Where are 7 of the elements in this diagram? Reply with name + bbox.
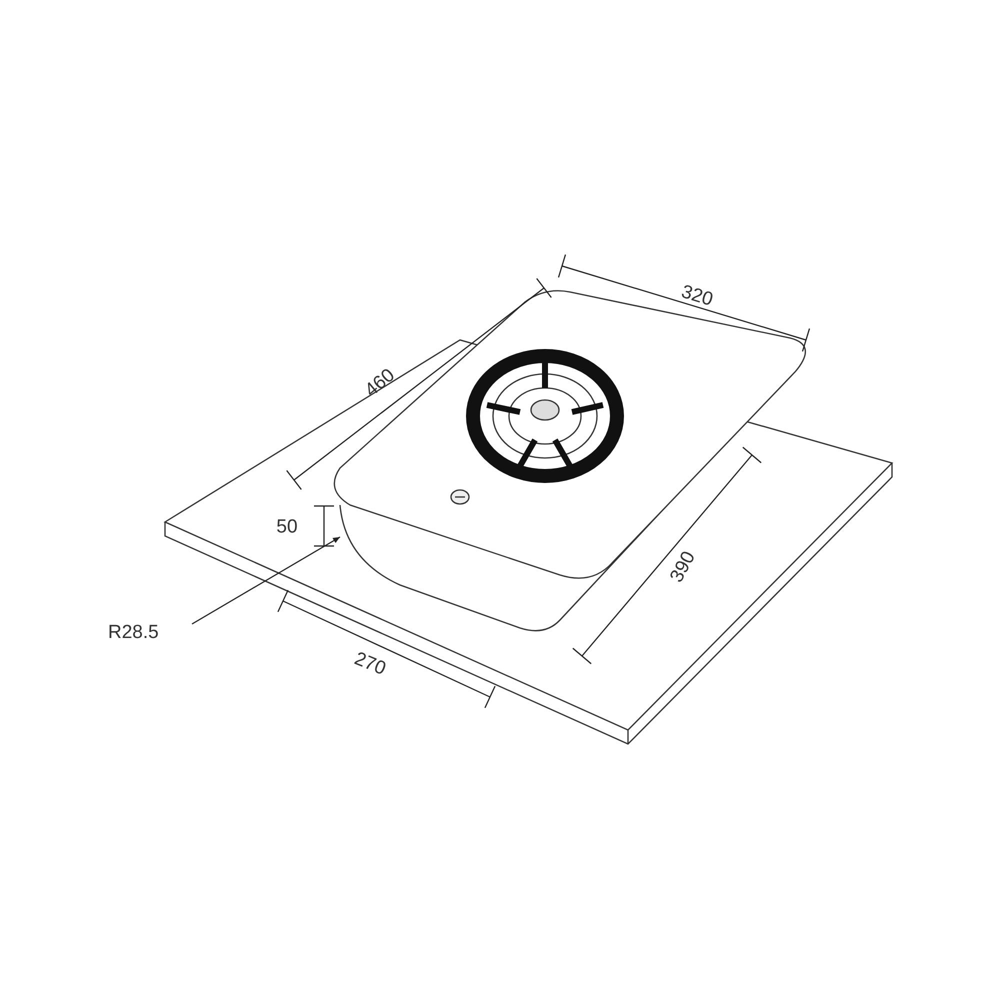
radius-label: R28.5 xyxy=(108,620,159,645)
dimension-label: 320 xyxy=(679,282,715,310)
dimension-label: 270 xyxy=(352,649,388,679)
leader-line xyxy=(192,536,340,625)
dimension-label: 460 xyxy=(362,366,398,400)
dimension-label: 390 xyxy=(667,548,699,586)
dimension-label: 50 xyxy=(276,518,298,536)
